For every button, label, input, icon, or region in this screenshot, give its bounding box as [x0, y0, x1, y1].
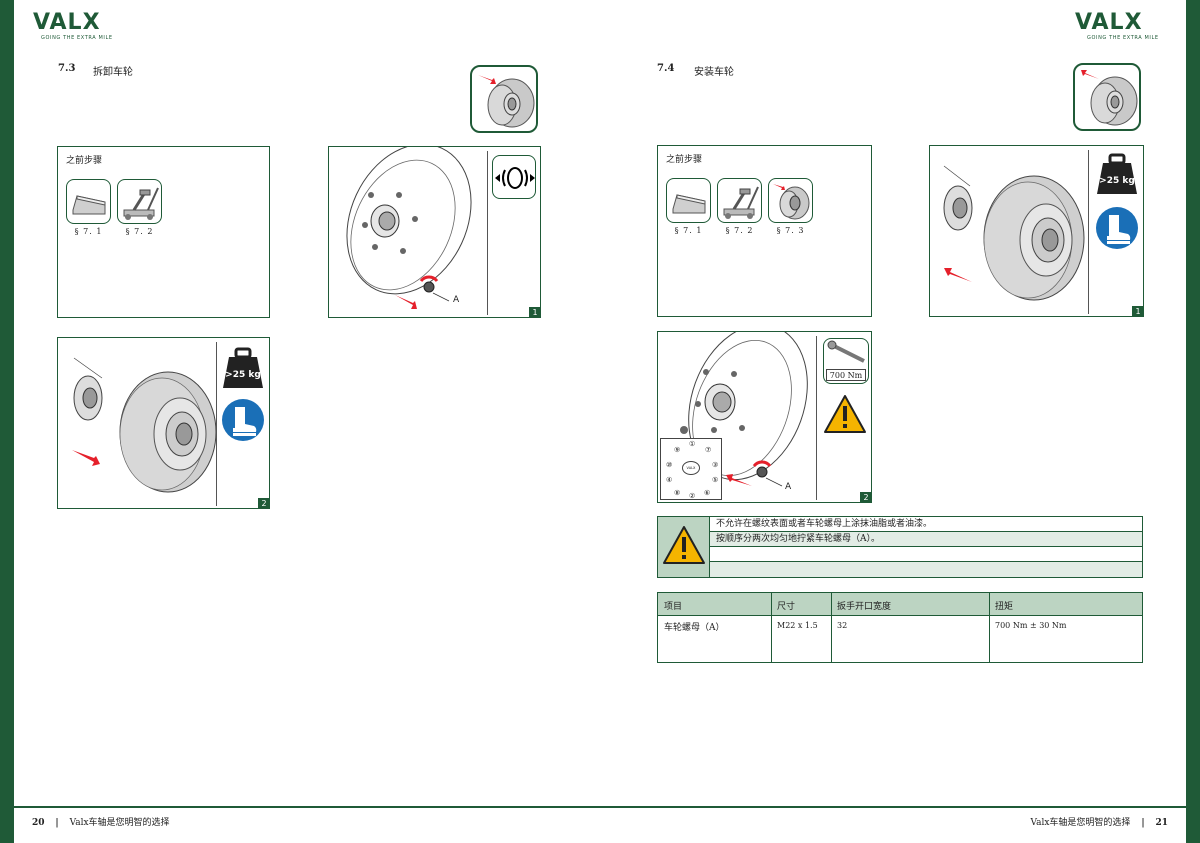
sequence-number: ⑧ — [674, 489, 681, 497]
prev-step-label: § 7. 2 — [125, 227, 154, 236]
left-edge-bar — [0, 0, 14, 843]
section-number: 7.3 — [58, 63, 76, 74]
prev-steps-box: 之前步骤 § 7. 1 § 7. 2 — [57, 146, 270, 318]
footer-left: 20 | Valx车轴是您明智的选择 — [32, 818, 170, 828]
torque-label: 700 Nm — [826, 369, 866, 381]
header-cell: 尺寸 — [777, 602, 796, 612]
weight-icon: >25 kg — [221, 346, 265, 390]
prev-step-label: § 7. 1 — [674, 226, 703, 235]
figure-divider — [1088, 150, 1089, 314]
prev-step-label: § 7. 2 — [725, 226, 754, 235]
sequence-number: ⑤ — [712, 476, 719, 484]
table-cell: M22 x 1.5 — [777, 621, 818, 630]
wheel-chock-icon[interactable] — [666, 178, 711, 223]
right-edge-bar — [1186, 0, 1200, 843]
wheel-removal-icon — [470, 65, 538, 133]
section-title: 安装车轮 — [694, 67, 734, 78]
table-cell: 32 — [837, 621, 848, 630]
figure-divider — [216, 342, 217, 506]
warning-icon-cell — [658, 517, 710, 577]
figure-mount-step-2: A VALX ① ⑦ ③ ⑤ ⑥ ② ⑧ ④ ⑩ ⑨ 700 Nm 2 — [657, 323, 872, 503]
warning-icon — [823, 394, 867, 434]
safety-boot-icon — [221, 398, 265, 442]
header-cell: 项目 — [664, 602, 683, 612]
wheel-hub-illustration — [346, 143, 472, 309]
sequence-number: ⑩ — [666, 461, 673, 469]
prev-steps-title: 之前步骤 — [66, 156, 103, 166]
spec-table-header — [658, 593, 1142, 616]
column-divider — [989, 593, 990, 662]
wheel-mount-icon — [1073, 63, 1141, 131]
step-number: 1 — [1132, 306, 1144, 317]
weight-label: >25 kg — [225, 370, 261, 380]
warning-icon — [663, 526, 705, 564]
wheel-chock-icon[interactable] — [66, 179, 111, 224]
tire-illustration — [943, 165, 1085, 301]
callout-a: A — [453, 295, 460, 305]
callout-a: A — [785, 482, 792, 492]
sequence-number: ④ — [666, 476, 673, 484]
prev-step-label: § 7. 3 — [776, 226, 805, 235]
footer-text: Valx车轴是您明智的选择 — [1030, 818, 1131, 828]
warning-notes-table: 不允许在螺纹表面或者车轮螺母上涂抹油脂或者油漆。 按顺序分两次均匀地拧紧车轮螺母… — [657, 516, 1143, 578]
step-number: 1 — [529, 307, 541, 318]
tire-illustration — [72, 357, 217, 493]
jack-icon[interactable] — [717, 178, 762, 223]
hub-label: VALX — [682, 461, 700, 475]
torque-wrench-icon: 700 Nm — [823, 338, 869, 384]
wheel-play-icon — [492, 155, 536, 199]
figure-remove-step-2: >25 kg 2 — [57, 337, 270, 509]
prev-steps-title: 之前步骤 — [666, 155, 703, 165]
column-divider — [771, 593, 772, 662]
warning-row — [710, 562, 1142, 577]
sequence-number: ⑨ — [674, 446, 681, 454]
section-title: 拆卸车轮 — [93, 67, 133, 78]
figure-divider — [487, 151, 488, 315]
step-number: 2 — [860, 492, 872, 503]
page-number: 21 — [1155, 818, 1168, 828]
footer-rule — [600, 806, 1186, 808]
page-number: 20 — [32, 818, 45, 828]
safety-boot-icon — [1095, 206, 1139, 250]
footer-right: Valx车轴是您明智的选择 | 21 — [1030, 818, 1168, 828]
sequence-number: ③ — [712, 461, 719, 469]
section-number: 7.4 — [657, 63, 675, 74]
wheel-removal-icon[interactable] — [768, 178, 813, 223]
figure-mount-step-1: >25 kg 1 — [929, 145, 1144, 317]
weight-icon: >25 kg — [1095, 152, 1139, 196]
valx-logo-right: VALX GOING THE EXTRA MILE — [1075, 10, 1159, 42]
prev-steps-box: 之前步骤 § 7. 1 § 7. 2 § 7. 3 — [657, 145, 872, 317]
column-divider — [831, 593, 832, 662]
jack-icon[interactable] — [117, 179, 162, 224]
tightening-sequence-diagram: VALX ① ⑦ ③ ⑤ ⑥ ② ⑧ ④ ⑩ ⑨ — [660, 438, 722, 500]
sequence-number: ② — [689, 492, 696, 500]
warning-row: 不允许在螺纹表面或者车轮螺母上涂抹油脂或者油漆。 — [710, 517, 1142, 532]
valx-logo-left: VALX GOING THE EXTRA MILE — [33, 10, 113, 42]
footer-text: Valx车轴是您明智的选择 — [69, 818, 170, 828]
header-cell: 扭矩 — [995, 602, 1014, 612]
table-cell: 车轮螺母（A） — [664, 623, 725, 633]
step-number: 2 — [258, 498, 270, 509]
figure-divider — [816, 336, 817, 500]
sequence-number: ⑦ — [705, 446, 712, 454]
table-cell: 700 Nm ± 30 Nm — [995, 621, 1067, 630]
header-cell: 扳手开口宽度 — [837, 602, 892, 612]
weight-label: >25 kg — [1099, 176, 1135, 186]
sequence-number: ⑥ — [704, 489, 711, 497]
figure-remove-step-1: A 1 — [328, 143, 541, 318]
sequence-number: ① — [689, 440, 696, 448]
prev-step-label: § 7. 1 — [74, 227, 103, 236]
spec-table: 项目 尺寸 扳手开口宽度 扭矩 车轮螺母（A） M22 x 1.5 32 700… — [657, 592, 1143, 663]
warning-row — [710, 547, 1142, 562]
footer-rule — [14, 806, 600, 808]
warning-row: 按顺序分两次均匀地拧紧车轮螺母（A）。 — [710, 532, 1142, 547]
